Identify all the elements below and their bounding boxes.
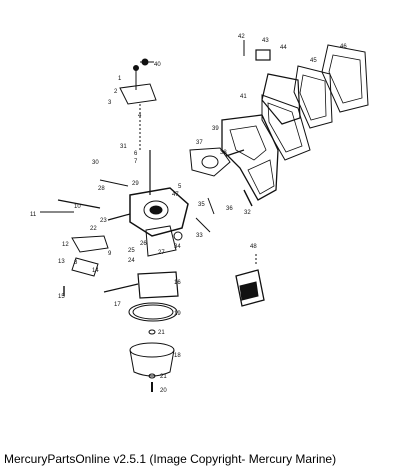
callout-12: 12 xyxy=(62,242,69,248)
callout-2: 2 xyxy=(114,89,118,95)
callout-35: 35 xyxy=(198,202,205,208)
carburetor-body xyxy=(129,187,189,237)
callout-7: 7 xyxy=(134,159,138,165)
gasket-41-inner xyxy=(267,102,303,153)
lever-12 xyxy=(71,235,109,253)
callout-22: 22 xyxy=(90,226,97,232)
callout-26: 26 xyxy=(140,241,147,247)
lever-14 xyxy=(71,257,99,277)
callout-21-upper: 21 xyxy=(158,330,165,336)
callout-34: 34 xyxy=(174,244,181,250)
callout-9: 9 xyxy=(108,251,112,257)
plate-44 xyxy=(261,73,301,125)
callout-43: 43 xyxy=(262,38,269,44)
callout-21-lower: 21 xyxy=(160,374,167,380)
callout-10: 10 xyxy=(74,204,81,210)
manifold-39 xyxy=(221,114,279,201)
callout-25: 25 xyxy=(128,248,135,254)
plate-45-inner xyxy=(299,74,327,121)
callout-18: 18 xyxy=(174,353,181,359)
callout-30: 30 xyxy=(92,160,99,166)
plate-46 xyxy=(321,44,369,113)
callout-40: 40 xyxy=(154,62,161,68)
callout-16: 16 xyxy=(174,280,181,286)
callout-28: 28 xyxy=(98,186,105,192)
callout-37: 37 xyxy=(196,140,203,146)
callout-36: 36 xyxy=(226,206,233,212)
callout-42: 42 xyxy=(238,34,245,40)
plate-45 xyxy=(293,65,333,129)
image-caption: MercuryPartsOnline v2.5.1 (Image Copyrig… xyxy=(4,452,337,466)
callout-labels: 42 43 44 46 45 40 1 2 3 4 41 39 37 38 31… xyxy=(30,34,347,394)
callout-39: 39 xyxy=(212,126,219,132)
callout-33: 33 xyxy=(196,233,203,239)
callout-13: 13 xyxy=(58,259,65,265)
callout-6: 6 xyxy=(134,151,138,157)
callout-44: 44 xyxy=(280,45,287,51)
exploded-parts-diagram: 42 43 44 46 45 40 1 2 3 4 41 39 37 38 31… xyxy=(30,34,369,394)
callout-27: 27 xyxy=(158,250,165,256)
callout-31: 31 xyxy=(120,144,127,150)
callout-45: 45 xyxy=(310,58,317,64)
gasket-41 xyxy=(261,94,311,161)
callout-15: 15 xyxy=(58,294,65,300)
callout-29: 29 xyxy=(132,181,139,187)
callout-41: 41 xyxy=(240,94,247,100)
callout-11: 11 xyxy=(30,212,37,218)
plate-46-inner xyxy=(328,54,363,104)
callout-3: 3 xyxy=(108,100,112,106)
callout-8: 8 xyxy=(74,260,78,266)
callout-24: 24 xyxy=(128,258,135,264)
gasket-19 xyxy=(128,302,178,322)
callout-5: 5 xyxy=(178,184,182,190)
callout-47: 47 xyxy=(172,192,179,198)
callout-48: 48 xyxy=(250,244,257,250)
callout-46: 46 xyxy=(340,44,347,50)
callout-32: 32 xyxy=(244,210,251,216)
callout-23: 23 xyxy=(100,218,107,224)
part-43 xyxy=(255,49,271,61)
callout-20: 20 xyxy=(160,388,167,394)
callout-1: 1 xyxy=(118,76,122,82)
callout-14: 14 xyxy=(92,268,99,274)
callout-17: 17 xyxy=(114,302,121,308)
kit-48 xyxy=(235,269,265,307)
float-16 xyxy=(137,271,179,299)
callout-4: 4 xyxy=(138,113,142,119)
callout-19: 19 xyxy=(174,311,181,317)
callout-38: 38 xyxy=(220,150,227,156)
float-bowl-18 xyxy=(129,342,175,358)
throttle-arm xyxy=(119,83,157,105)
gasket-37 xyxy=(189,147,231,177)
